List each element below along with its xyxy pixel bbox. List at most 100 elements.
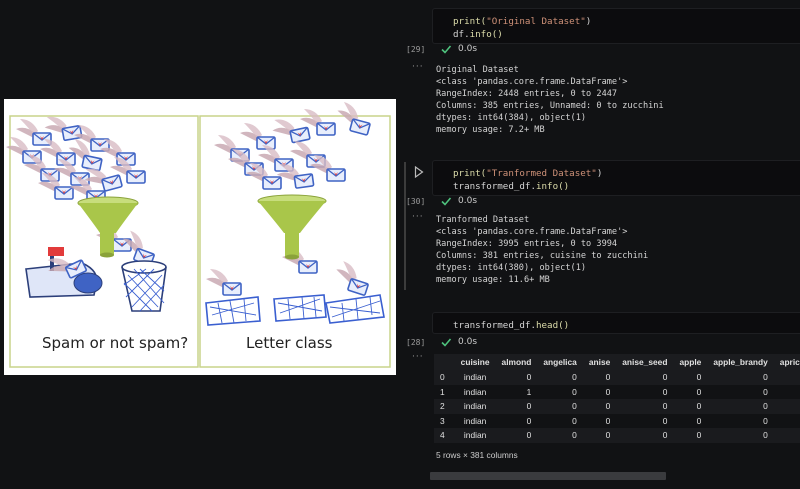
output-menu-button[interactable]: ··· [412, 352, 424, 362]
check-icon [441, 338, 452, 347]
table-cell: 0 [774, 414, 800, 429]
table-cell: 0 [673, 399, 708, 414]
table-cell: 0 [616, 370, 674, 385]
execution-status: 0.0s [440, 43, 477, 55]
table-cell: 0 [495, 428, 538, 443]
table-cell: 0 [673, 428, 708, 443]
output-line: Tranformed Dataset [436, 215, 530, 225]
output-menu-button[interactable]: ··· [412, 212, 424, 222]
row-index: 0 [434, 370, 455, 385]
row-index: 2 [434, 399, 455, 414]
code-token: "Original Dataset" [486, 16, 586, 27]
right-caption: Letter class [246, 334, 333, 352]
code-token: info() [469, 29, 503, 40]
code-line: df.info() [453, 28, 800, 41]
row-index: 4 [434, 428, 455, 443]
table-cell: 0 [662, 386, 668, 397]
spam-classification-illustration: Spam or not spam? Letter class [4, 99, 396, 375]
left-frame [9, 115, 199, 368]
table-cell: 0 [707, 370, 774, 385]
code-line: print("Tranformed Dataset") [453, 167, 800, 180]
cell-focus-indicator [404, 162, 406, 290]
output-line: dtypes: int64(380), object(1) [436, 263, 587, 273]
table-cell: indian [463, 386, 487, 397]
code-cell-30[interactable]: print("Tranformed Dataset") transformed_… [432, 160, 800, 196]
letter-tray-icon [205, 294, 385, 326]
column-header: apricot [773, 354, 800, 370]
code-token: head() [535, 320, 570, 331]
table-row: 2indian0000000 [434, 399, 800, 414]
table-row: 0indian0000000 [434, 370, 800, 385]
code-token: info() [535, 181, 570, 192]
envelope-icon [5, 110, 161, 267]
execution-count: [28] [406, 338, 426, 347]
table-cell: 0 [537, 370, 583, 385]
code-cell-28[interactable]: transformed_df.head() [432, 312, 800, 334]
table-cell: 0 [572, 386, 577, 397]
column-header [434, 354, 455, 370]
table-cell: 0 [582, 370, 617, 385]
table-cell: 0 [696, 386, 702, 397]
output-menu-button[interactable]: ··· [412, 62, 424, 72]
code-cell-29[interactable]: print("Original Dataset") df.info() [432, 8, 800, 44]
output-line: memory usage: 11.6+ MB [436, 275, 550, 285]
right-frame [199, 115, 391, 368]
run-cell-icon[interactable] [414, 166, 424, 178]
horizontal-scrollbar[interactable] [430, 472, 666, 480]
table-cell: 0 [662, 415, 668, 426]
table-cell: 0 [537, 428, 583, 443]
table-cell: 0 [605, 386, 611, 397]
table-cell: 0 [763, 386, 768, 397]
table-cell: 0 [774, 385, 800, 400]
code-line: transformed_df.info() [453, 180, 800, 193]
table-row: 3indian0000000 [434, 414, 800, 429]
execution-status: 0.0s [440, 195, 477, 207]
table-cell: indian [463, 415, 487, 426]
execution-time: 0.0s [458, 44, 478, 54]
output-line: memory usage: 7.2+ MB [436, 125, 545, 135]
table-cell: 1 [526, 386, 532, 397]
column-header: anise_seed [616, 354, 674, 370]
code-token: print( [453, 168, 487, 179]
table-cell: 0 [495, 399, 538, 414]
output-line: RangeIndex: 3995 entries, 0 to 3994 [436, 239, 618, 249]
table-cell: 0 [696, 415, 702, 426]
output-line: <class 'pandas.core.frame.DataFrame'> [436, 77, 628, 87]
table-cell: 0 [537, 399, 583, 414]
table-cell: indian [454, 399, 496, 414]
table-cell: 0 [707, 399, 774, 414]
funnel-icon [77, 196, 139, 258]
code-token: ) [585, 16, 592, 27]
execution-count: [29] [406, 45, 426, 54]
table-cell: 0 [616, 428, 674, 443]
cell-output: Original Dataset <class 'pandas.core.fram… [436, 64, 664, 136]
left-caption: Spam or not spam? [42, 334, 188, 352]
table-cell: 0 [582, 428, 617, 443]
dataframe-shape: 5 rows × 381 columns [436, 450, 518, 460]
table-body: 0indian00000001indian10000002indian00000… [434, 370, 800, 443]
table-cell: 0 [707, 428, 774, 443]
code-token: ) [596, 168, 603, 179]
mailbox-icon [25, 246, 103, 298]
output-line: Columns: 381 entries, cuisine to zucchin… [436, 251, 649, 261]
code-token: print( [453, 16, 487, 27]
code-line: transformed_df.head() [453, 319, 800, 332]
cell-output: Tranformed Dataset <class 'pandas.core.fr… [436, 214, 648, 286]
column-header: apple_brandy [707, 354, 774, 370]
column-header: cuisine [454, 354, 496, 370]
column-header: almond [495, 354, 538, 370]
table-row: 1indian1000000 [434, 385, 800, 400]
table-cell: indian [454, 370, 496, 385]
check-icon [441, 45, 452, 54]
output-line: <class 'pandas.core.frame.DataFrame'> [436, 227, 628, 237]
table-cell: 0 [582, 399, 617, 414]
row-index: 1 [440, 386, 445, 397]
output-line: Original Dataset [436, 65, 519, 75]
table-cell: 0 [572, 415, 577, 426]
table-cell: 0 [773, 428, 800, 443]
code-token: "Tranformed Dataset" [486, 168, 597, 179]
execution-status: 0.0s [440, 336, 477, 348]
code-token: df. [453, 29, 470, 40]
